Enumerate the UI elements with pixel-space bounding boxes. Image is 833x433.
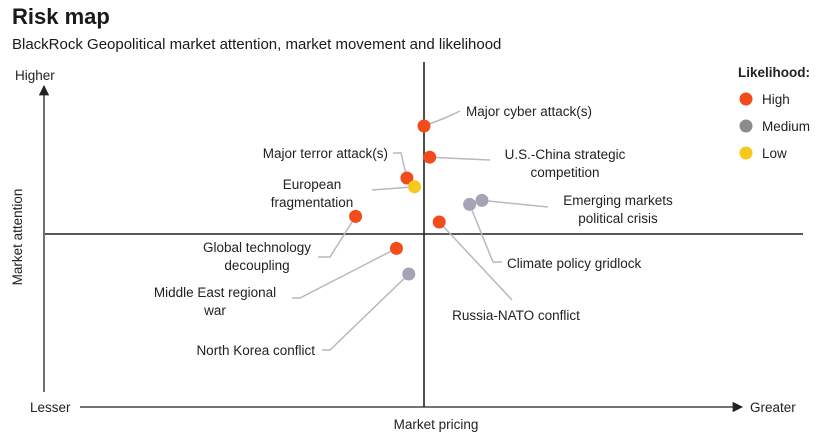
leader-line	[292, 247, 397, 299]
risk-label: North Korea conflict	[196, 343, 315, 358]
risk-label-line: competition	[530, 165, 599, 180]
leader-line	[468, 204, 502, 263]
y-axis-high-label: Higher	[15, 68, 55, 83]
risk-point	[475, 193, 489, 207]
risk-label: U.S.-China strategic competition	[505, 147, 626, 180]
risk-point	[402, 267, 416, 281]
risk-label-line: Russia-NATO conflict	[452, 308, 580, 323]
leader-line	[438, 221, 513, 301]
legend-label-high: High	[762, 92, 790, 107]
risk-label-line: European	[283, 177, 342, 192]
risk-label: Emerging markets political crisis	[563, 193, 673, 226]
risk-label: Middle East regional war	[154, 285, 276, 318]
risk-label-line: Climate policy gridlock	[507, 256, 642, 271]
risk-label-line: political crisis	[578, 211, 658, 226]
x-axis-high-label: Greater	[750, 400, 796, 415]
legend-title: Likelihood:	[738, 65, 810, 80]
leader-line	[371, 186, 415, 191]
risk-label-line: U.S.-China strategic	[505, 147, 626, 162]
legend-dot-low	[739, 146, 753, 160]
risk-label: Russia-NATO conflict	[452, 308, 580, 323]
risk-label-line: Emerging markets	[563, 193, 673, 208]
risk-label: Major cyber attack(s)	[466, 104, 592, 119]
leader-line	[423, 110, 461, 127]
x-axis-low-label: Lesser	[30, 400, 71, 415]
leader-line	[322, 273, 410, 351]
y-axis-title: Market attention	[10, 189, 25, 286]
risk-label-line: North Korea conflict	[196, 343, 315, 358]
risk-point	[432, 215, 446, 229]
risk-point	[417, 119, 431, 133]
chart-title: Risk map	[12, 4, 110, 29]
legend-label-medium: Medium	[762, 119, 810, 134]
risk-label: European fragmentation	[271, 177, 354, 210]
risk-label-line: Middle East regional	[154, 285, 276, 300]
x-axis-title: Market pricing	[394, 417, 479, 432]
risk-label: Major terror attack(s)	[263, 146, 388, 161]
legend-dot-medium	[739, 119, 753, 133]
risk-label-line: Major cyber attack(s)	[466, 104, 592, 119]
risk-point	[389, 241, 403, 255]
risk-point	[423, 150, 437, 164]
risk-label: Climate policy gridlock	[507, 256, 642, 271]
leader-line	[393, 152, 408, 179]
risk-point	[400, 171, 414, 185]
risk-point	[408, 180, 421, 194]
chart-subtitle: BlackRock Geopolitical market attention,…	[12, 36, 502, 53]
leader-line	[429, 156, 491, 161]
legend-dot-high	[739, 92, 753, 106]
risk-label-line: fragmentation	[271, 195, 354, 210]
risk-label-line: Major terror attack(s)	[263, 146, 388, 161]
risk-label: Global technology decoupling	[203, 240, 311, 273]
risk-label-line: decoupling	[224, 258, 289, 273]
leader-line	[481, 199, 549, 208]
risk-point	[463, 197, 477, 211]
risk-point	[349, 209, 363, 223]
risk-label-line: war	[203, 303, 226, 318]
leader-line	[318, 215, 357, 258]
legend-label-low: Low	[762, 146, 787, 161]
legend: Likelihood: High Medium Low	[738, 65, 810, 161]
risk-label-line: Global technology	[203, 240, 311, 255]
